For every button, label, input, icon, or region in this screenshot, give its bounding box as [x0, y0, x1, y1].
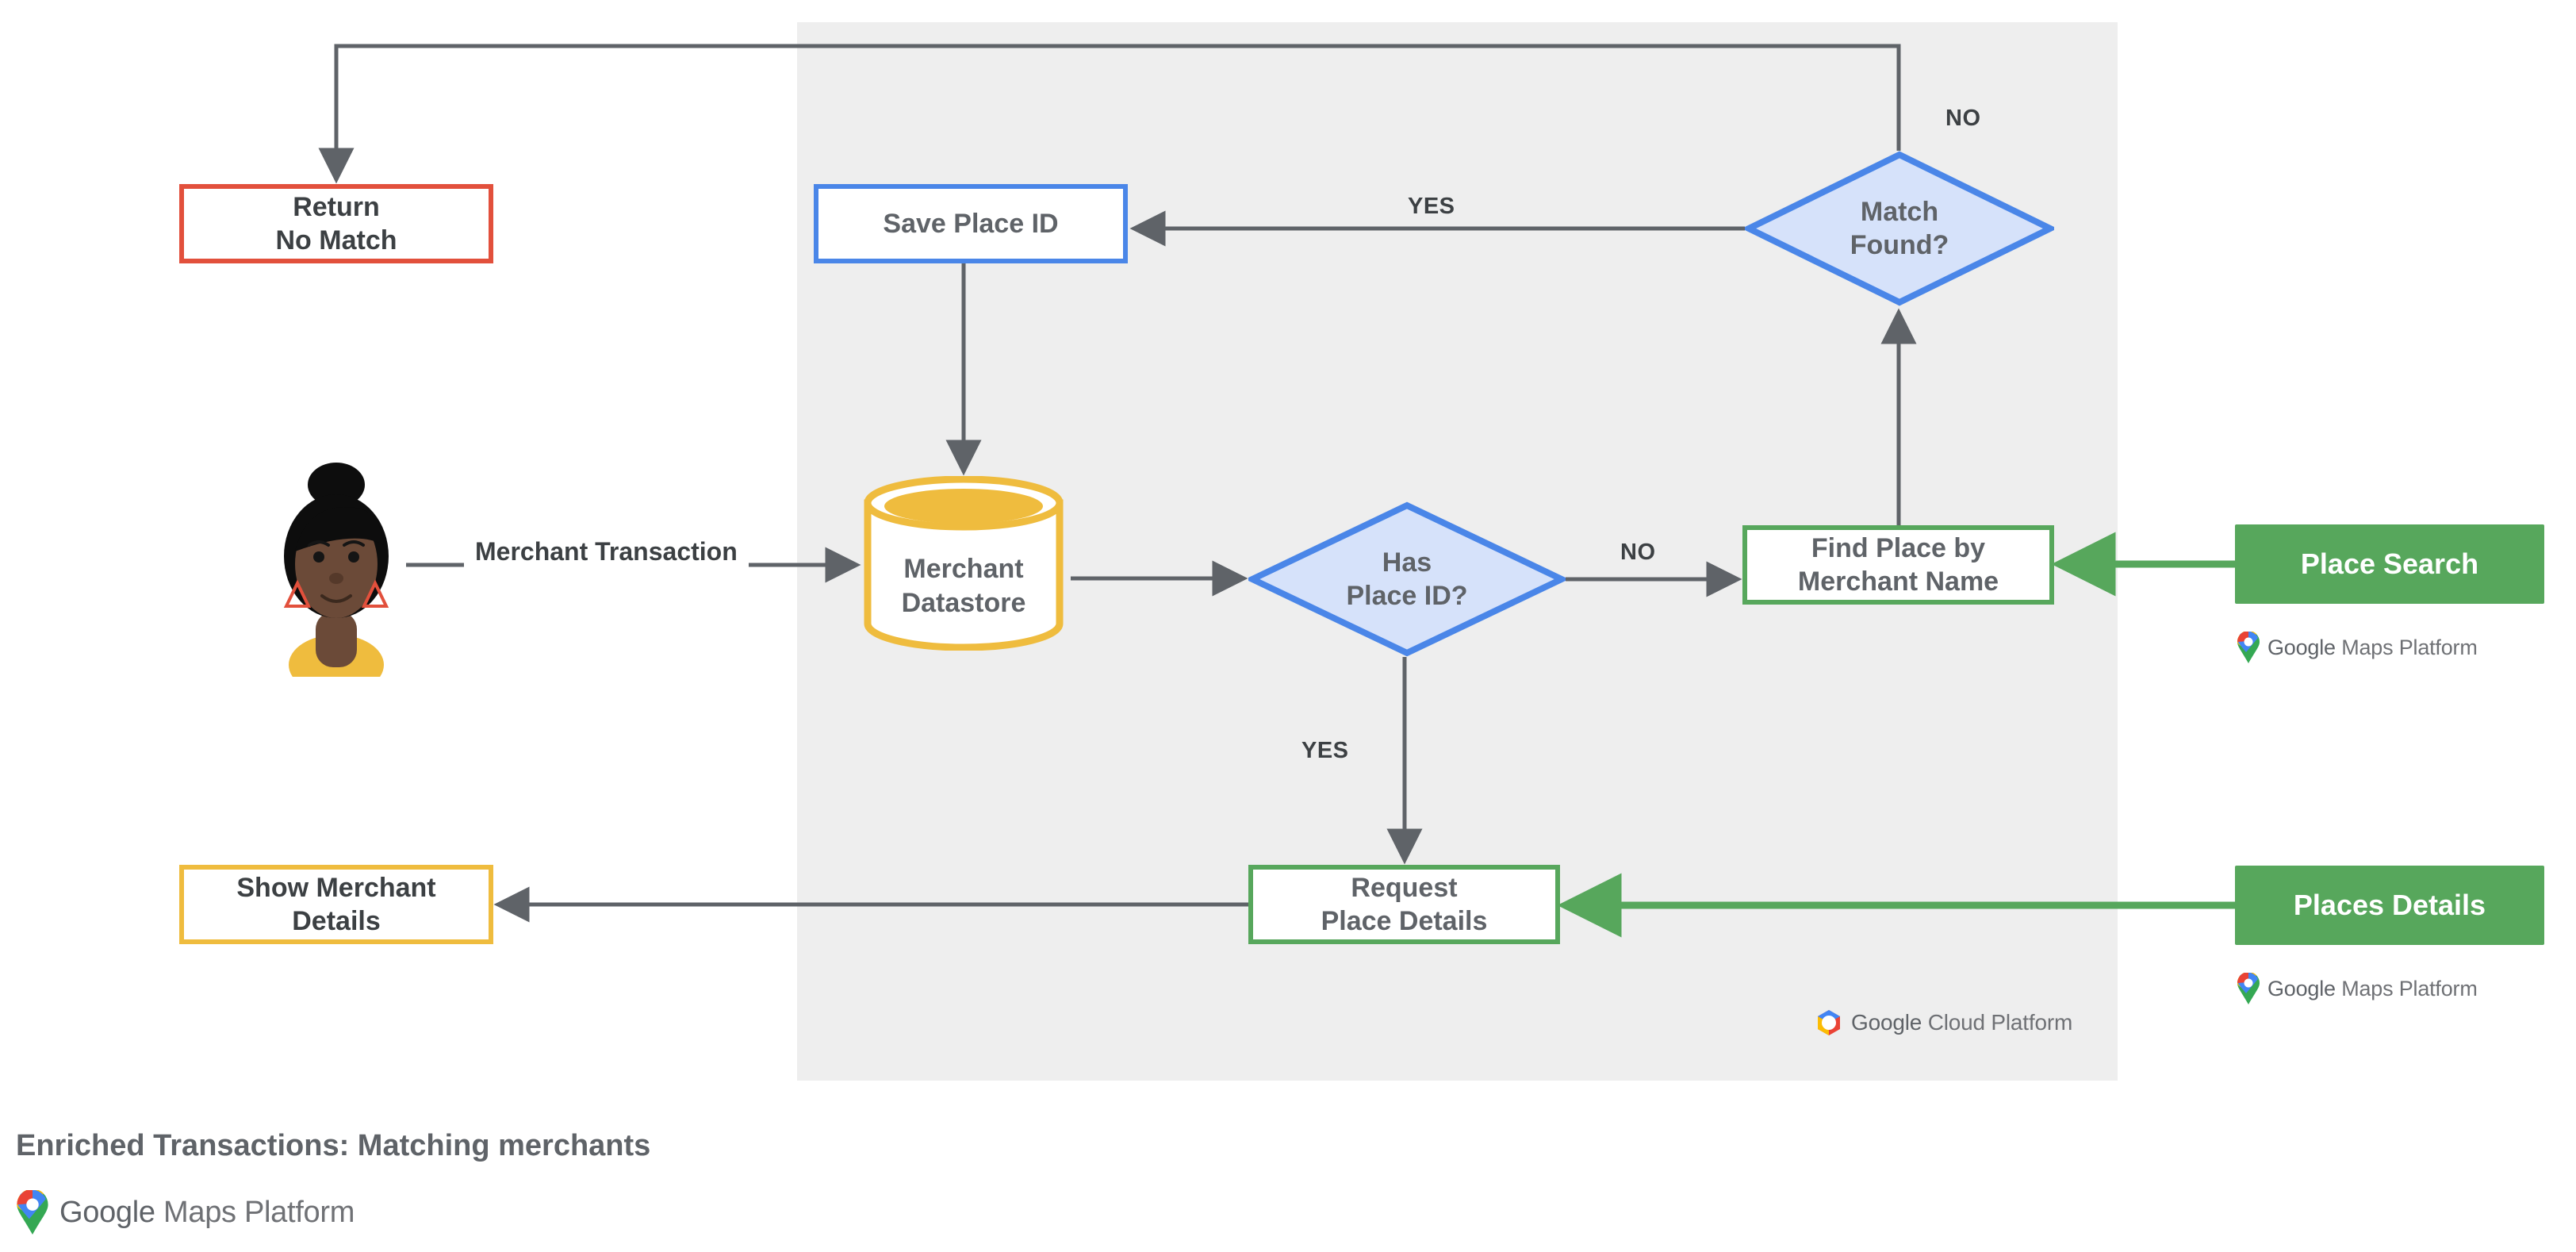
place-search-label: Place Search	[2300, 547, 2479, 580]
find-place-line1: Find Place by	[1811, 532, 1986, 563]
avatar-earring-right	[361, 579, 389, 608]
google-cloud-platform-logo: Google Cloud Platform	[1815, 1009, 2072, 1036]
edge-label-merchant-transaction: Merchant Transaction	[464, 534, 749, 570]
show-merchant-line1: Show Merchant	[236, 872, 436, 903]
node-merchant-datastore[interactable]: Merchant Datastore	[863, 475, 1064, 651]
maps-pin-icon	[2237, 973, 2260, 1004]
has-place-id-line2: Place ID?	[1346, 581, 1468, 611]
avatar-neck	[316, 612, 357, 667]
maps-pin-icon	[2237, 632, 2260, 663]
node-has-place-id-decision[interactable]: Has Place ID?	[1244, 501, 1570, 657]
merchant-customer-avatar	[283, 463, 389, 677]
node-request-place-details[interactable]: Request Place Details	[1248, 865, 1560, 944]
show-merchant-line2: Details	[292, 906, 381, 936]
merchant-datastore-line2: Datastore	[901, 588, 1026, 618]
datastore-shape	[864, 475, 1064, 651]
google-maps-platform-logo-place-search: Google Maps Platform	[2237, 632, 2478, 663]
maps-pin-icon	[17, 1190, 48, 1235]
places-details-label: Places Details	[2293, 888, 2486, 921]
avatar-earring-left	[283, 579, 312, 608]
maps-platform-wordmark: Google Maps Platform	[2267, 635, 2478, 659]
cloud-hexagon-icon	[1818, 1010, 1840, 1035]
avatar-mouth	[320, 594, 352, 603]
avatar-brow-left	[308, 540, 330, 547]
match-found-line2: Found?	[1850, 230, 1949, 260]
diamond-shape-has-place-id	[1244, 501, 1570, 657]
page-title: Enriched Transactions: Matching merchant…	[16, 1129, 651, 1162]
avatar-nose	[329, 573, 343, 584]
maps-platform-wordmark: Google Maps Platform	[2267, 976, 2478, 1000]
edge-label-match-found-no: NO	[1945, 106, 1981, 131]
avatar-eye-left	[313, 551, 324, 563]
edge-label-has-place-id-no: NO	[1620, 540, 1656, 565]
avatar-fringe	[295, 507, 384, 551]
return-no-match-line2: No Match	[275, 225, 397, 255]
find-place-line2: Merchant Name	[1797, 566, 1999, 597]
google-maps-platform-logo-places-details: Google Maps Platform	[2237, 973, 2478, 1004]
avatar-hair-bun	[308, 463, 365, 507]
node-place-search-api[interactable]: Place Search	[2235, 524, 2544, 604]
edge-label-match-found-yes: YES	[1408, 194, 1455, 219]
save-place-id-label: Save Place ID	[883, 208, 1059, 239]
avatar-brow-right	[343, 540, 365, 547]
cloud-platform-wordmark: Google Cloud Platform	[1851, 1010, 2073, 1035]
maps-platform-wordmark-footer: Google Maps Platform	[59, 1195, 355, 1229]
node-match-found-decision[interactable]: Match Found?	[1741, 151, 2058, 306]
edge-label-has-place-id-yes: YES	[1301, 738, 1349, 763]
node-places-details-api[interactable]: Places Details	[2235, 866, 2544, 945]
node-save-place-id[interactable]: Save Place ID	[814, 184, 1128, 263]
merchant-datastore-line1: Merchant	[903, 554, 1024, 585]
node-return-no-match[interactable]: Return No Match	[179, 184, 493, 263]
match-found-line1: Match	[1860, 196, 1939, 227]
node-find-place-by-merchant-name[interactable]: Find Place by Merchant Name	[1742, 525, 2054, 605]
diamond-shape-match-found	[1741, 151, 2058, 306]
google-maps-platform-logo-footer: Google Maps Platform	[16, 1190, 355, 1235]
return-no-match-line1: Return	[293, 191, 380, 222]
request-details-line1: Request	[1351, 872, 1458, 903]
avatar-eye-right	[348, 551, 359, 563]
request-details-line2: Place Details	[1321, 906, 1488, 936]
node-show-merchant-details[interactable]: Show Merchant Details	[179, 865, 493, 944]
has-place-id-line1: Has	[1382, 547, 1432, 578]
